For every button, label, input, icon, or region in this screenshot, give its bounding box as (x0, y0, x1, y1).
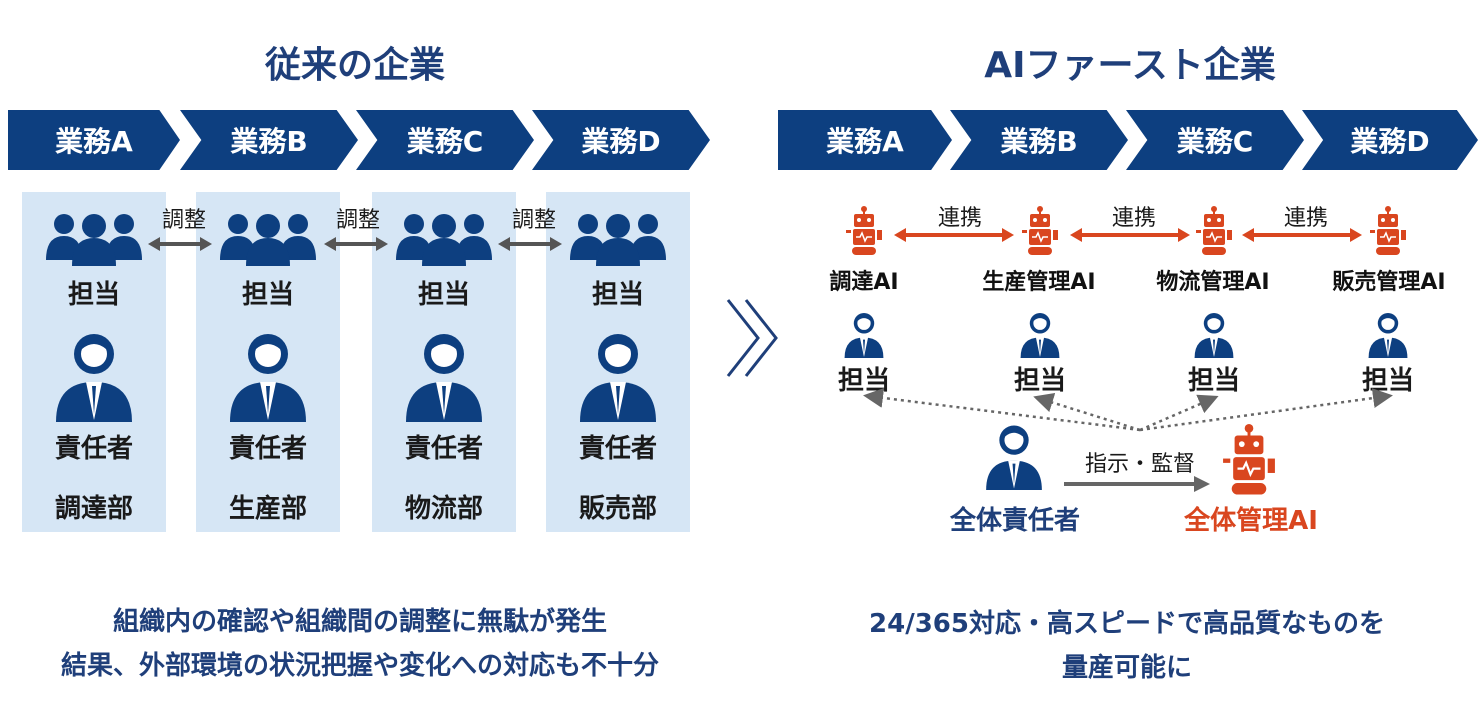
people-group-icon (570, 214, 666, 266)
link-arrow (1070, 228, 1190, 242)
people-group-icon (220, 214, 316, 266)
instruct-label: 指示・監督 (1084, 452, 1195, 477)
staff-label: 担当 (1013, 366, 1066, 396)
manager-label: 責任者 (228, 434, 307, 464)
coordination-label: 調整 (161, 208, 206, 233)
dept-label-production: 生産部 (228, 494, 307, 524)
double-chevron-icon (726, 299, 778, 377)
manager-label: 責任者 (578, 434, 657, 464)
right-task-d: 業務D (1302, 110, 1478, 170)
left-task-d: 業務D (532, 110, 710, 170)
robot-icon (1223, 424, 1275, 495)
businessperson-icon (230, 334, 306, 422)
right-task-a: 業務A (778, 110, 952, 170)
businessperson-icon (580, 334, 656, 422)
right-summary-line2: 量産可能に (1061, 653, 1192, 683)
link-arrow (1242, 228, 1362, 242)
left-task-c: 業務C (356, 110, 534, 170)
right-summary: 24/365対応・高スピードで高品質なものを 量産可能に (770, 602, 1484, 690)
right-summary-line1: 24/365対応・高スピードで高品質なものを (869, 609, 1385, 639)
ai-label-procurement: 調達AI (829, 270, 899, 295)
right-task-b: 業務B (950, 110, 1128, 170)
coordination-label: 調整 (335, 208, 380, 233)
instruct-arrow (1064, 476, 1210, 492)
left-summary: 組織内の確認や組織間の調整に無駄が発生 結果、外部環境の状況把握や変化への対応も… (0, 600, 720, 688)
staff-label: 担当 (1187, 366, 1240, 396)
left-task-b: 業務B (180, 110, 358, 170)
dept-label-sales: 販売部 (578, 494, 657, 524)
link-arrow (894, 228, 1014, 242)
robot-icon (1370, 206, 1406, 255)
businessperson-icon (986, 425, 1042, 490)
staff-label: 担当 (417, 280, 470, 310)
oversight-arrows (863, 387, 1393, 432)
left-summary-line1: 組織内の確認や組織間の調整に無駄が発生 (112, 607, 607, 637)
coordination-arrow (148, 237, 212, 251)
robot-icon (1196, 206, 1232, 255)
people-group-icon (396, 214, 492, 266)
robot-icon (1022, 206, 1058, 255)
robot-icon (846, 206, 882, 255)
left-task-a: 業務A (8, 110, 180, 170)
staff-label: 担当 (591, 280, 644, 310)
staff-label: 担当 (67, 280, 120, 310)
left-title: 従来の企業 (264, 45, 445, 86)
businessperson-icon (56, 334, 132, 422)
right-task-c: 業務C (1126, 110, 1304, 170)
link-label: 連携 (937, 206, 982, 231)
right-title: AIファースト企業 (984, 45, 1276, 86)
manager-label: 責任者 (54, 434, 133, 464)
ai-label-production: 生産管理AI (982, 270, 1096, 295)
businessperson-icon (1368, 313, 1408, 358)
ai-label-logistics: 物流管理AI (1156, 270, 1270, 295)
overall-ai-label: 全体管理AI (1184, 506, 1318, 536)
dept-label-logistics: 物流部 (404, 494, 483, 524)
link-label: 連携 (1111, 206, 1156, 231)
people-group-icon (46, 214, 142, 266)
manager-label: 責任者 (404, 434, 483, 464)
staff-label: 担当 (241, 280, 294, 310)
businessperson-icon (844, 313, 884, 358)
businessperson-icon (406, 334, 482, 422)
dept-label-procurement: 調達部 (54, 494, 133, 524)
coordination-label: 調整 (511, 208, 556, 233)
businessperson-icon (1194, 313, 1234, 358)
ai-label-sales: 販売管理AI (1332, 270, 1446, 295)
coordination-arrow (498, 237, 562, 251)
link-label: 連携 (1283, 206, 1328, 231)
businessperson-icon (1020, 313, 1060, 358)
coordination-arrow (324, 237, 388, 251)
overall-manager-label: 全体責任者 (949, 506, 1080, 536)
left-summary-line2: 結果、外部環境の状況把握や変化への対応も不十分 (60, 651, 659, 681)
